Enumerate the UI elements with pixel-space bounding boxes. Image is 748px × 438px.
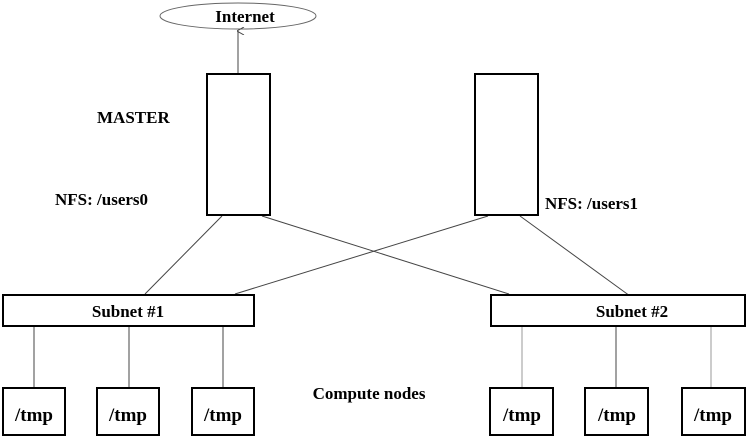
second-server-nfs-label: NFS: /users1	[545, 194, 638, 213]
compute-node: /tmp	[191, 387, 255, 436]
compute-node-box	[2, 387, 66, 436]
compute-node: /tmp	[584, 387, 649, 436]
compute-nodes-label: Compute nodes	[313, 384, 426, 403]
compute-node-label: /tmp	[203, 405, 242, 426]
compute-node-label: /tmp	[597, 405, 636, 426]
internet-node: Internet	[159, 2, 317, 30]
second-server	[474, 73, 539, 216]
master-server-box	[206, 73, 271, 216]
master-to-subnet2-link	[261, 215, 510, 295]
master-to-subnet1-link	[144, 215, 223, 295]
compute-node-label: /tmp	[693, 405, 732, 426]
subnet-2: Subnet #2	[490, 294, 746, 327]
compute-node-box	[96, 387, 160, 436]
compute-node: /tmp	[489, 387, 554, 436]
compute-node: /tmp	[96, 387, 160, 436]
compute-node-label: /tmp	[502, 405, 541, 426]
second-server-box	[474, 73, 539, 216]
subnet-1-label: Subnet #1	[92, 302, 164, 321]
compute-node: /tmp	[2, 387, 66, 436]
master-label: MASTER	[97, 108, 170, 127]
compute-node-box	[191, 387, 255, 436]
subnet-1: Subnet #1	[2, 294, 255, 327]
compute-node-box	[489, 387, 554, 436]
compute-node: /tmp	[681, 387, 746, 436]
subnet-2-box	[490, 294, 746, 327]
subnet-2-label: Subnet #2	[596, 302, 668, 321]
compute-node-label: /tmp	[108, 405, 147, 426]
compute-node-box	[681, 387, 746, 436]
server2-to-subnet2-link	[519, 215, 631, 297]
subnet-1-box	[2, 294, 255, 327]
compute-node-label: /tmp	[14, 405, 53, 426]
server2-to-subnet1-link	[234, 215, 489, 295]
compute-node-box	[584, 387, 649, 436]
master-nfs-label: NFS: /users0	[55, 190, 148, 209]
internet-label: Internet	[215, 7, 275, 26]
master-server	[206, 73, 271, 216]
